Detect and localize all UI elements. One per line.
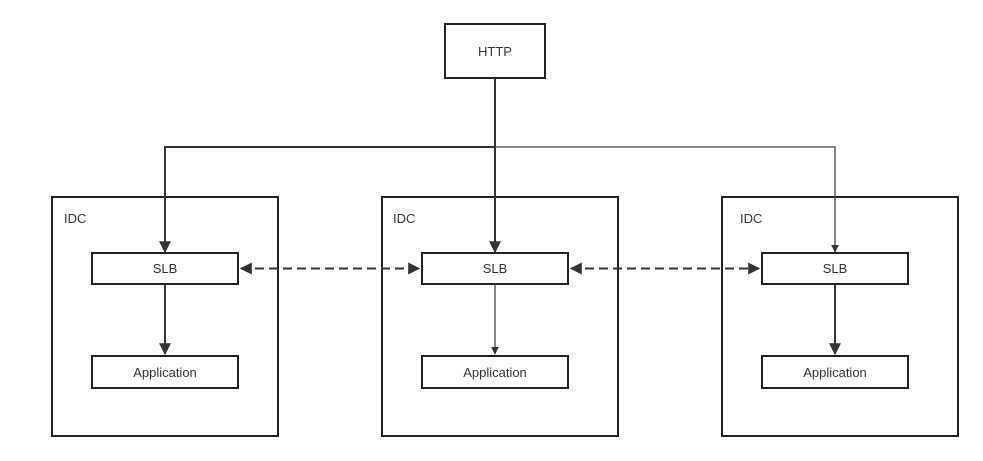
connector-http-to-slb-1: [159, 146, 495, 254]
idc-container-2: [381, 196, 619, 437]
app-label-3: Application: [803, 365, 867, 380]
app-node-3: [761, 355, 909, 389]
slb-label-3: SLB: [823, 261, 848, 276]
app-label-1: Application: [133, 365, 197, 380]
slb-label-1: SLB: [153, 261, 178, 276]
app-node-1: [91, 355, 239, 389]
http-node: [444, 23, 546, 79]
idc-title-3: IDC: [740, 211, 762, 226]
http-label: HTTP: [478, 44, 512, 59]
slb-node-1: [91, 252, 239, 285]
app-label-2: Application: [463, 365, 527, 380]
app-node-2: [421, 355, 569, 389]
idc-title-2: IDC: [393, 211, 415, 226]
idc-title-1: IDC: [64, 211, 86, 226]
slb-label-2: SLB: [483, 261, 508, 276]
connector-http-to-slb-3: [495, 146, 839, 253]
idc-container-3: [721, 196, 959, 437]
slb-node-3: [761, 252, 909, 285]
